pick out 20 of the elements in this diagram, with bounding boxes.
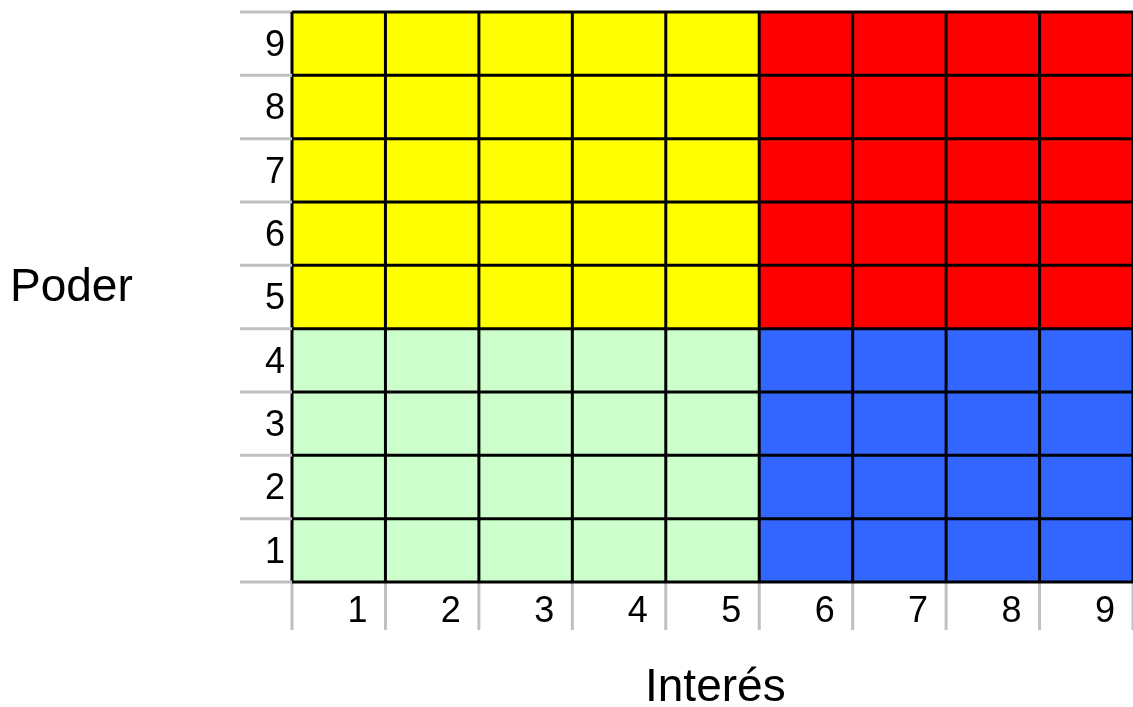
tick-label: 1 [347,592,368,628]
tick-label: 1 [264,532,285,569]
tick-label: 8 [264,89,285,126]
tick-label: 2 [440,592,461,628]
tick-label: 6 [814,592,835,628]
tick-label: 6 [264,216,285,252]
axis-title: Interés [645,662,786,707]
tick-label: 3 [534,592,555,628]
tick-label: 5 [264,279,285,316]
tick-label: 2 [264,469,285,506]
tick-label: 4 [264,342,285,379]
tick-label: 9 [1094,592,1115,628]
tick-label: 5 [721,592,742,628]
axis-title: Poder [10,262,133,308]
tick-label: 7 [908,592,929,628]
tick-label: 3 [264,406,285,442]
tick-label: 8 [1001,592,1022,628]
tick-label: 7 [264,152,285,189]
tick-label: 9 [264,26,285,62]
tick-label: 4 [627,592,648,628]
